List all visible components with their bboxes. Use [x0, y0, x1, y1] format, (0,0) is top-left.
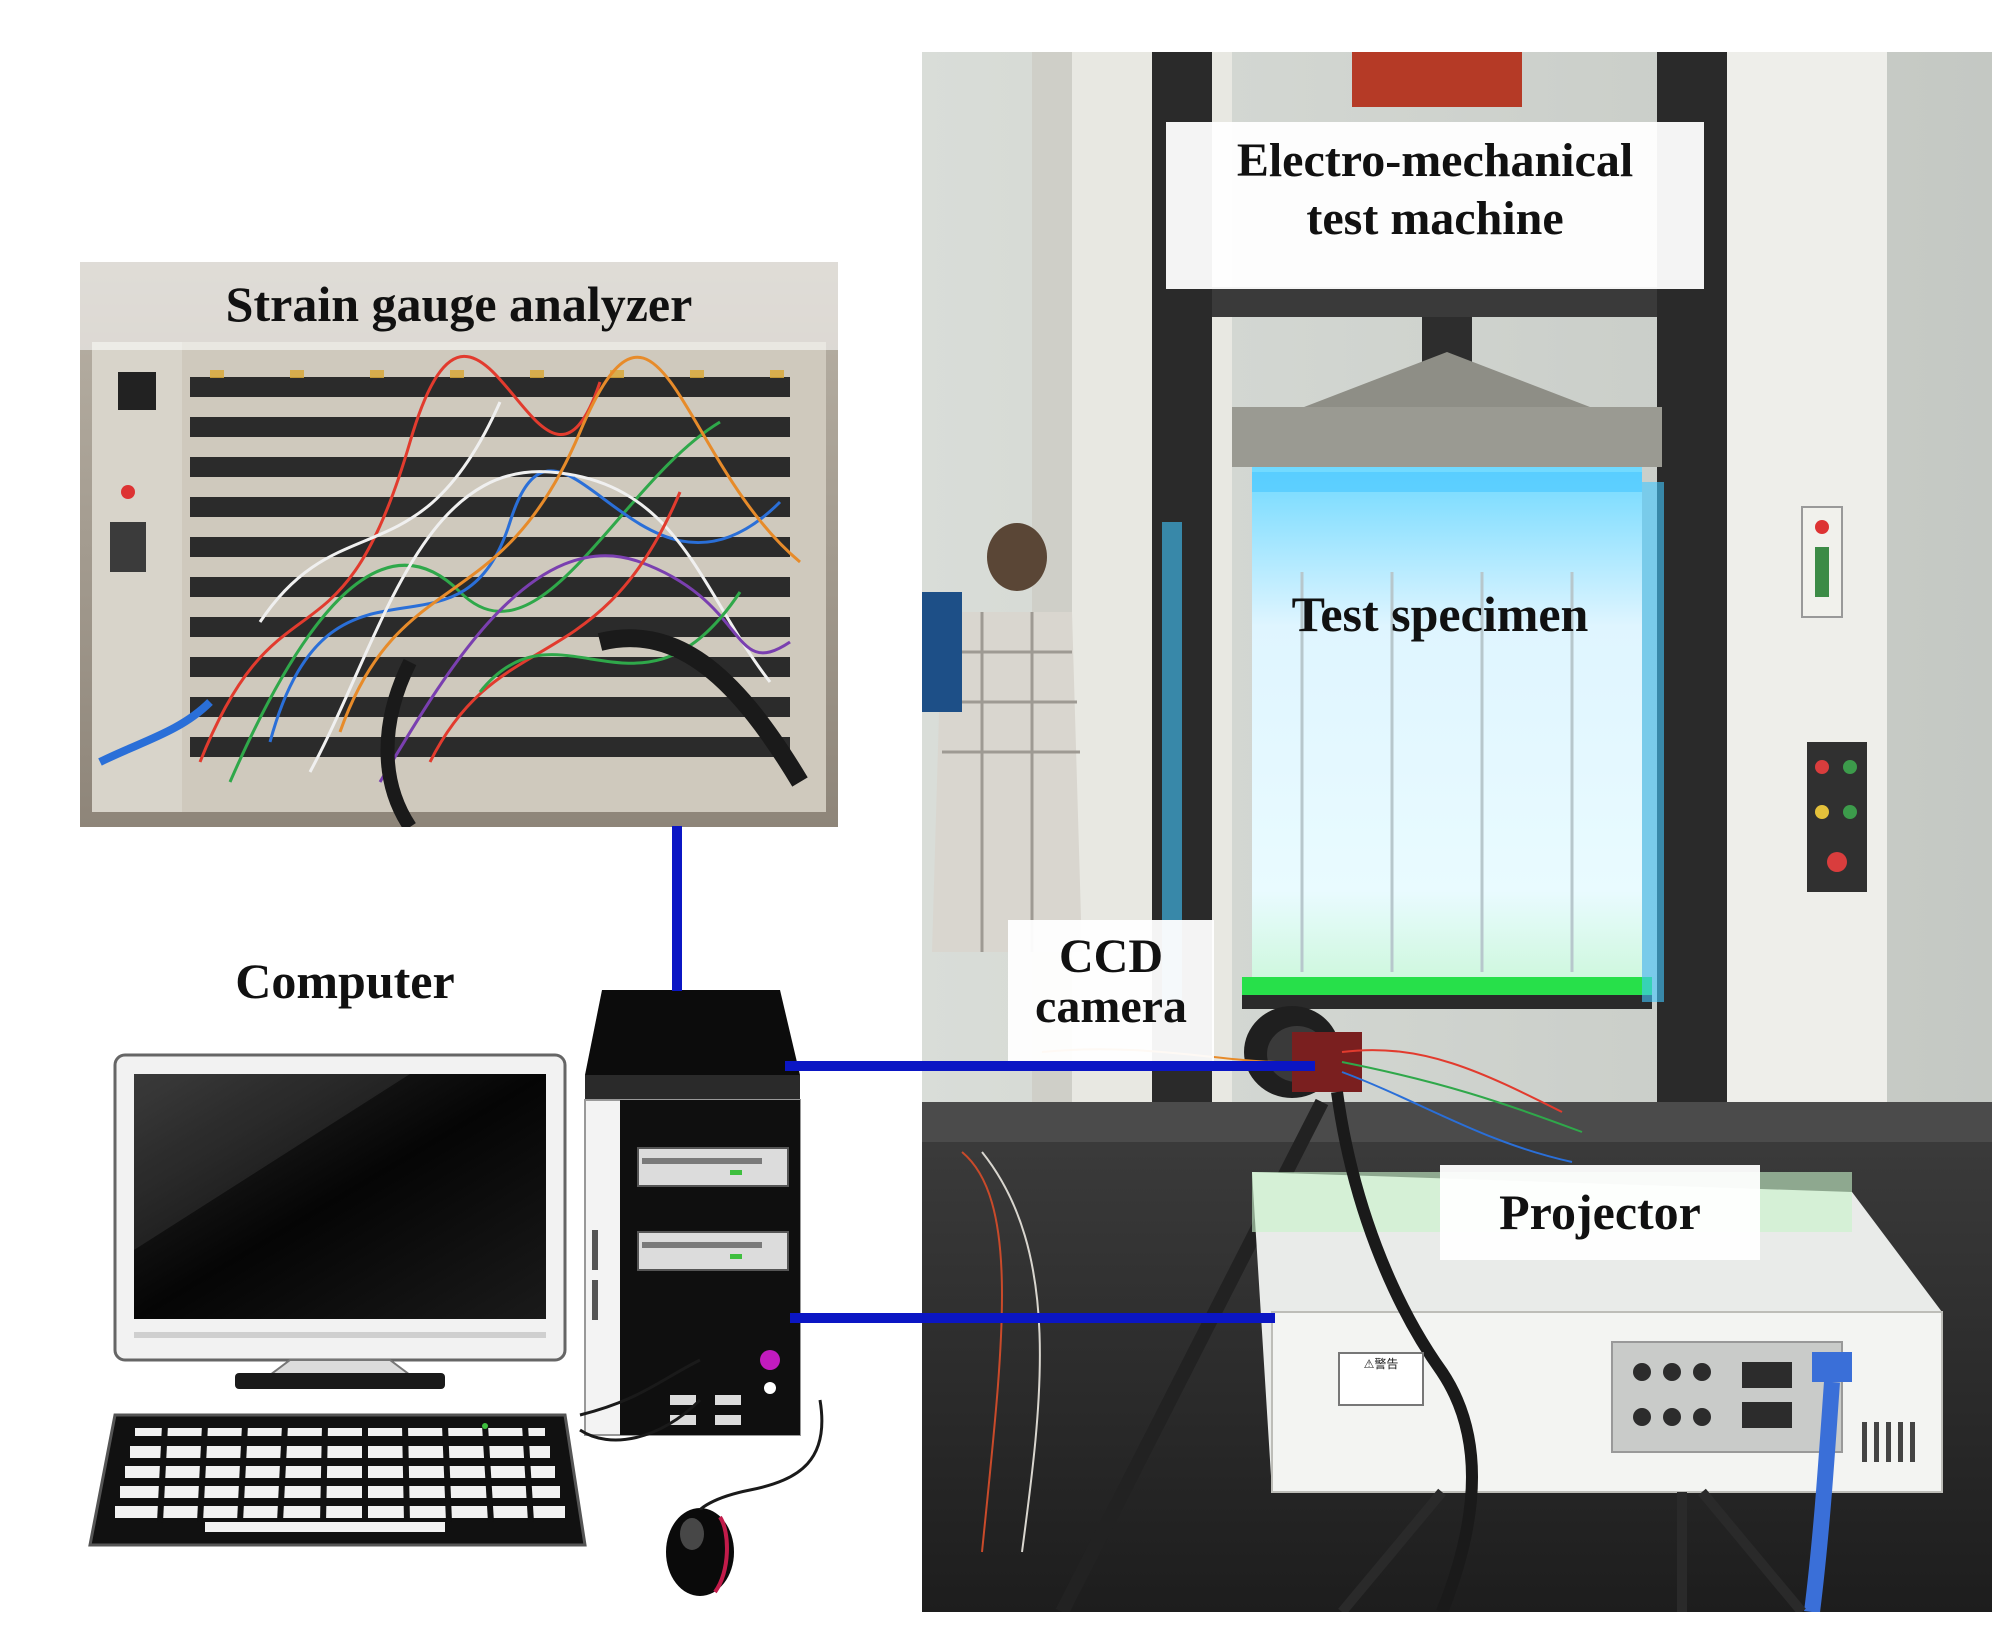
projector-warning-plate: ⚠警告: [1338, 1352, 1424, 1406]
mouse-icon: [666, 1508, 734, 1596]
ccd-camera-label-line2: camera: [1035, 980, 1187, 1034]
projector-label: Projector: [1440, 1165, 1760, 1260]
keyboard-icon: [88, 1413, 587, 1547]
warning-plate-text: ⚠警告: [1363, 1357, 1399, 1371]
connector-analyzer-to-computer: [672, 826, 682, 991]
pc-tower-icon: [584, 990, 801, 1436]
connector-computer-to-camera: [785, 1061, 1315, 1071]
computer-label: Computer: [235, 953, 455, 1009]
peripheral-cables: [579, 1358, 824, 1510]
ccd-camera-label: CCD camera: [1008, 920, 1214, 1065]
desktop-computer-icon: [113, 1053, 567, 1376]
test-machine-photo: [922, 52, 1992, 1612]
monitor-stand: [235, 1373, 445, 1389]
ccd-camera-label-line1: CCD: [1059, 930, 1163, 983]
test-machine-label-line1: Electro-mechanical: [1236, 134, 1634, 187]
strain-gauge-analyzer-label: Strain gauge analyzer: [225, 276, 693, 332]
connector-computer-to-projector: [790, 1313, 1275, 1323]
test-machine-label-line2: test machine: [1306, 192, 1564, 246]
test-machine-label: Electro-mechanical test machine: [1166, 122, 1704, 289]
strain-gauge-analyzer-photo: [80, 262, 838, 827]
test-specimen-label: Test specimen: [1291, 586, 1589, 642]
